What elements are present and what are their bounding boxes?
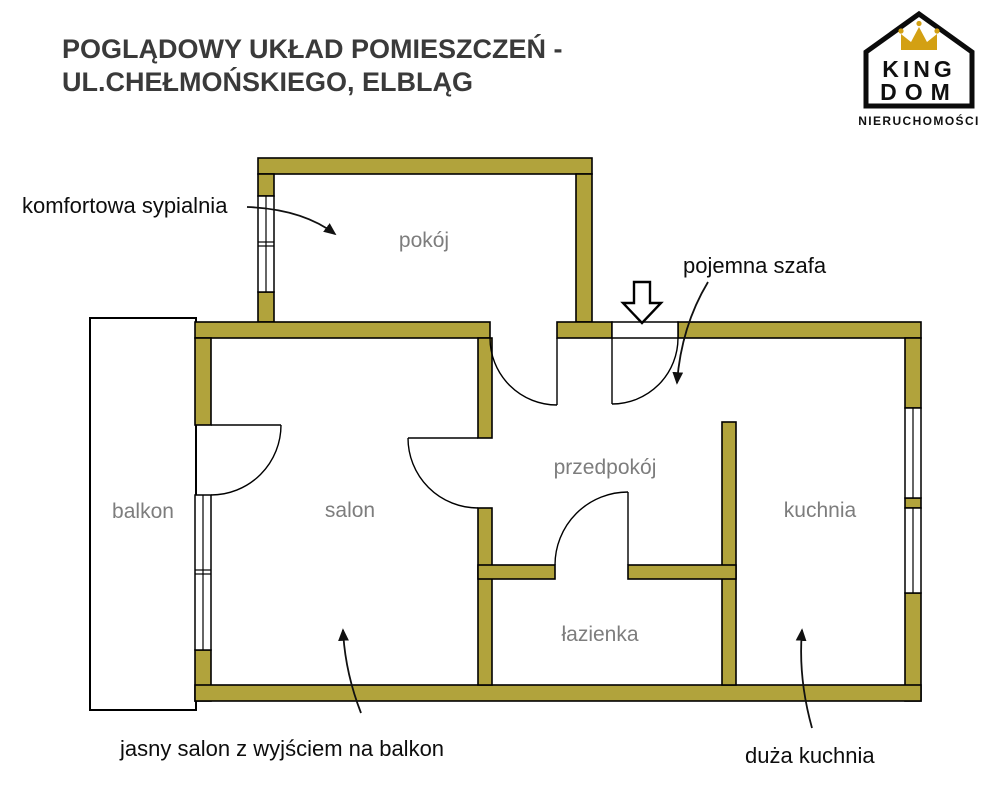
walls xyxy=(194,157,922,702)
annotation-living-room: jasny salon z wyjściem na balkon xyxy=(119,736,444,761)
page-title-line1: POGLĄDOWY UKŁAD POMIESZCZEŃ - xyxy=(62,33,563,64)
wall-segment xyxy=(257,157,593,175)
door-arc-entrance xyxy=(611,337,679,405)
annotation-arrow-wardrobe xyxy=(672,281,709,385)
door-arc-salon xyxy=(407,437,479,509)
balcony-outline xyxy=(89,317,197,711)
logo-subtitle: NIERUCHOMOŚCI xyxy=(858,113,980,128)
wall-segment xyxy=(257,291,275,323)
wall-segment xyxy=(904,497,922,509)
door-arc-balcony xyxy=(210,424,282,496)
annotation-arrow-kitchen xyxy=(795,628,813,729)
wall-segment xyxy=(556,321,613,339)
logo-house-icon xyxy=(863,10,975,109)
annotation-bedroom: komfortowa sypialnia xyxy=(22,193,228,218)
wall-segment xyxy=(904,337,922,409)
room-label-balkon: balkon xyxy=(112,500,174,523)
entrance-arrow-icon xyxy=(620,280,664,325)
annotation-arrow-living-room xyxy=(338,628,362,714)
wall-segment xyxy=(194,337,212,426)
wall-segment xyxy=(721,421,737,686)
room-label-lazienka: łazienka xyxy=(561,623,638,646)
annotation-arrow-bedroom xyxy=(246,206,337,236)
logo-crown-icon xyxy=(898,20,940,50)
room-label-pokoj: pokój xyxy=(399,229,449,252)
logo-word-bottom: DOM xyxy=(880,79,958,105)
wall-segment xyxy=(257,173,275,197)
wall-segment xyxy=(677,321,922,339)
room-label-salon: salon xyxy=(325,499,375,522)
annotations: komfortowa sypialnia pojemna szafa jasny… xyxy=(22,193,875,768)
windows xyxy=(194,195,922,651)
door-arc-bathroom xyxy=(554,491,629,566)
room-label-kuchnia: kuchnia xyxy=(784,499,857,522)
annotation-kitchen: duża kuchnia xyxy=(745,743,875,768)
wall-segment xyxy=(194,684,922,702)
wall-segment xyxy=(477,507,493,686)
annotation-wardrobe: pojemna szafa xyxy=(683,253,827,278)
wall-segment xyxy=(477,564,556,580)
doors xyxy=(210,337,679,566)
wall-segment xyxy=(194,321,491,339)
room-labels: pokój balkon salon przedpokój łazienka k… xyxy=(112,229,856,646)
door-arc-bedroom xyxy=(489,337,558,406)
wall-segment xyxy=(627,564,737,580)
entrance-door-opening xyxy=(611,321,679,339)
room-label-przedpokoj: przedpokój xyxy=(554,456,657,479)
wall-segment xyxy=(477,337,493,439)
logo: KING DOM NIERUCHOMOŚCI xyxy=(858,10,980,128)
wall-segment xyxy=(575,173,593,323)
logo-word-top: KING xyxy=(882,56,956,82)
page-title-line2: UL.CHEŁMOŃSKIEGO, ELBLĄG xyxy=(62,66,473,97)
